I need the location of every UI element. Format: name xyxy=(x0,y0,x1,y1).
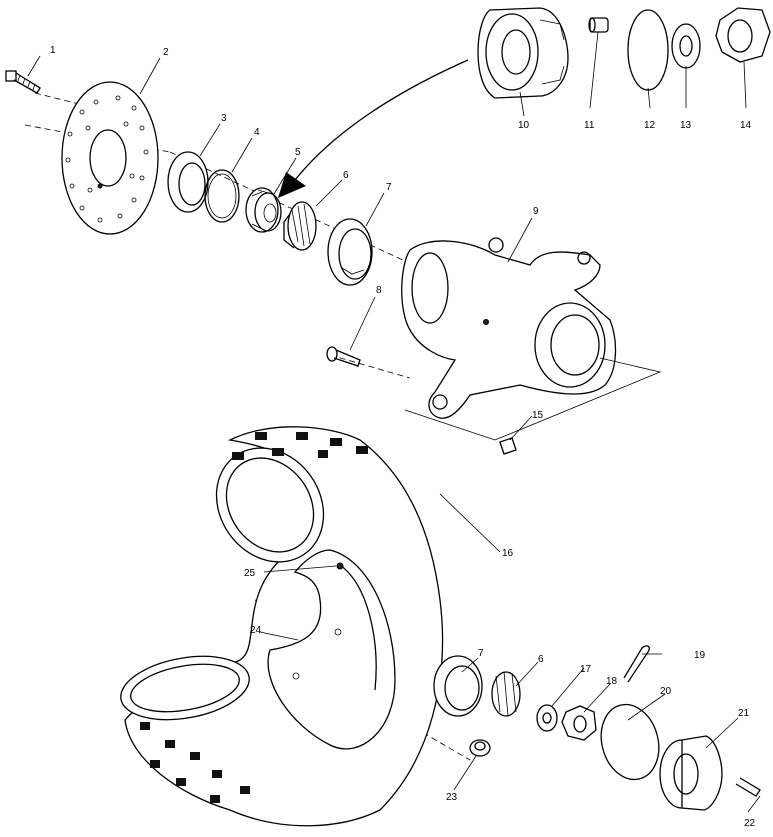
callout-8: 8 xyxy=(376,285,382,296)
callout-4: 4 xyxy=(254,127,260,138)
roller-bearing-6b xyxy=(491,671,521,717)
retaining-ring-12 xyxy=(627,9,669,91)
callout-3: 3 xyxy=(221,113,227,124)
callout-19: 19 xyxy=(694,650,706,661)
nut-14 xyxy=(715,7,771,63)
callout-7b: 7 xyxy=(478,648,484,659)
hub-cap-21 xyxy=(659,735,723,811)
callout-22: 22 xyxy=(744,818,756,829)
callout-6b: 6 xyxy=(538,654,544,665)
brake-disc xyxy=(61,81,159,235)
washer-13 xyxy=(671,23,701,69)
callout-5: 5 xyxy=(295,147,301,158)
hub-sprocket-5 xyxy=(245,187,282,233)
callout-labels: 1 2 3 4 5 6 7 8 9 10 11 12 13 14 15 16 1… xyxy=(50,45,756,829)
callout-17: 17 xyxy=(580,664,592,675)
wheel-rim-24 xyxy=(267,549,396,750)
callout-10: 10 xyxy=(518,120,530,131)
hub-adapter-10 xyxy=(477,7,569,99)
callout-14: 14 xyxy=(740,120,752,131)
callout-2: 2 xyxy=(163,47,169,58)
pin-11 xyxy=(588,17,609,33)
callout-15: 15 xyxy=(532,410,544,421)
o-ring-20 xyxy=(600,703,660,781)
callout-24: 24 xyxy=(250,625,262,636)
callout-11: 11 xyxy=(584,120,595,131)
callout-16: 16 xyxy=(502,548,514,559)
roller-bearing-6 xyxy=(283,201,317,251)
outer-race-7b xyxy=(433,655,483,717)
bolt-8 xyxy=(326,346,361,367)
castle-nut-18 xyxy=(561,705,597,741)
callout-13: 13 xyxy=(680,120,692,131)
washer-17 xyxy=(536,704,558,732)
callout-25: 25 xyxy=(244,568,256,579)
knuckle-housing-9 xyxy=(401,237,617,419)
callout-12: 12 xyxy=(644,120,656,131)
screw-22 xyxy=(735,777,761,797)
leader-lines xyxy=(27,31,761,813)
callout-7: 7 xyxy=(386,182,392,193)
callout-23: 23 xyxy=(446,792,458,803)
cotter-pin-19 xyxy=(623,645,650,683)
callout-6: 6 xyxy=(343,170,349,181)
callout-9: 9 xyxy=(533,206,539,217)
callout-18: 18 xyxy=(606,676,618,687)
bearing-race-3 xyxy=(167,151,209,213)
callout-21: 21 xyxy=(738,708,750,719)
set-screw-15 xyxy=(499,437,517,455)
snap-ring-4 xyxy=(204,169,240,223)
assembly-arrow xyxy=(278,59,469,198)
callout-20: 20 xyxy=(660,686,672,697)
callout-1: 1 xyxy=(50,45,56,56)
outer-race-7 xyxy=(327,218,373,286)
tire-16 xyxy=(120,426,444,827)
valve-stem-23 xyxy=(469,739,491,757)
disc-bolt xyxy=(5,70,41,94)
